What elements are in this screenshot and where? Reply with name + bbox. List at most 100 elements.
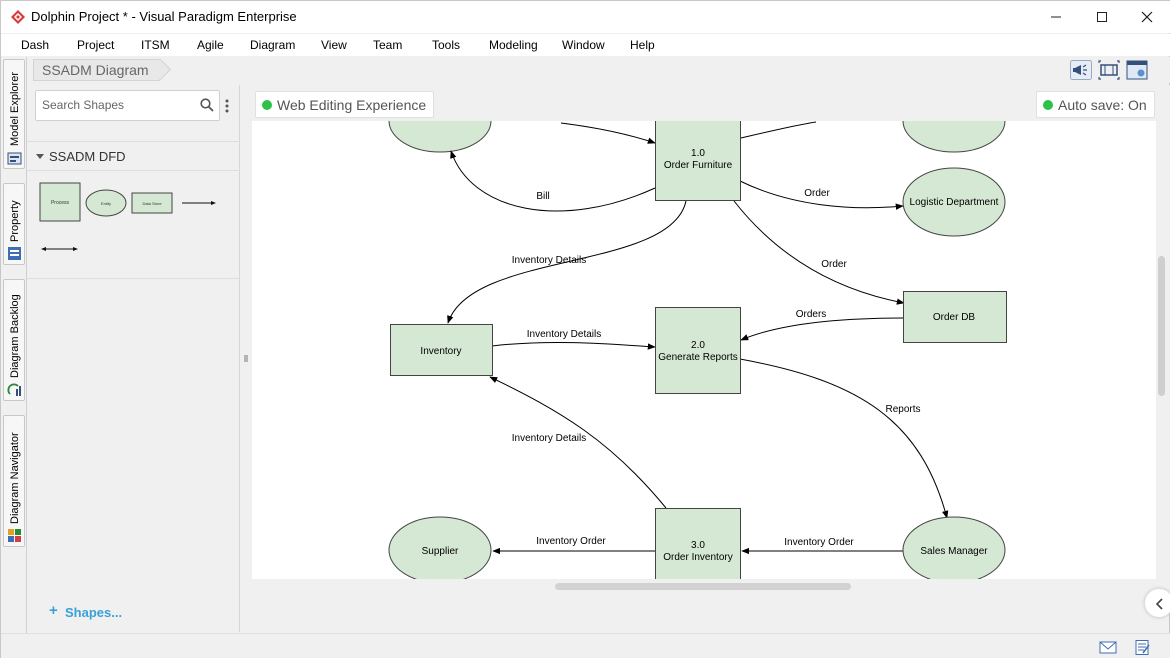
horizontal-scrollbar[interactable] — [555, 583, 851, 590]
diagram-area: Web Editing Experience Auto save: On — [252, 85, 1156, 595]
chevron-down-icon — [36, 154, 44, 159]
diagram-canvas[interactable]: Bill Order Order Inventory Details Inven… — [252, 121, 1156, 579]
store-inventory[interactable]: Inventory — [390, 324, 493, 376]
announcement-icon[interactable] — [1070, 60, 1092, 80]
flow-label-inventory-details-2: Inventory Details — [527, 329, 601, 340]
flow-order-logistic[interactable] — [739, 180, 904, 210]
diagram-navigator-icon — [8, 529, 21, 542]
auto-save-badge[interactable]: Auto save: On — [1036, 91, 1155, 118]
flow-label-orders: Orders — [796, 309, 827, 320]
menu-agile[interactable]: Agile — [197, 38, 224, 52]
process-name: Generate Reports — [658, 352, 738, 363]
flow-order-db[interactable] — [733, 200, 905, 305]
palette-entity[interactable]: Entity — [85, 189, 127, 217]
process-name: Order Furniture — [664, 160, 733, 171]
layout-panel-icon[interactable] — [1126, 60, 1148, 80]
add-shapes-plus-icon[interactable]: + — [49, 602, 58, 619]
flow-top-out[interactable] — [740, 121, 817, 139]
menu-diagram[interactable]: Diagram — [250, 38, 296, 52]
web-editing-badge[interactable]: Web Editing Experience — [255, 91, 435, 118]
panel-splitter[interactable] — [240, 85, 252, 632]
flow-label-inventory-details-3: Inventory Details — [512, 433, 586, 444]
chevron-left-icon — [1155, 598, 1163, 610]
breadcrumb[interactable]: SSADM Diagram — [33, 59, 160, 81]
palette-bidirectional-flow[interactable] — [41, 247, 78, 251]
notes-icon[interactable] — [1133, 640, 1151, 655]
menu-project[interactable]: Project — [77, 38, 115, 52]
web-editing-label: Web Editing Experience — [277, 96, 427, 113]
menu-tools[interactable]: Tools — [432, 38, 461, 52]
menu-view[interactable]: View — [321, 38, 347, 52]
palette-process-label: Process — [51, 200, 70, 206]
shape-group-title: SSADM DFD — [49, 149, 126, 164]
collapse-panel-button[interactable] — [1144, 588, 1170, 618]
minimize-icon — [1051, 16, 1061, 18]
menu-itsm[interactable]: ITSM — [141, 38, 170, 52]
search-shapes-input[interactable] — [42, 98, 192, 112]
shape-group-header[interactable]: SSADM DFD — [27, 141, 240, 171]
palette-data-flow[interactable] — [182, 201, 216, 205]
visual-paradigm-logo-icon — [11, 10, 25, 24]
process-order-furniture[interactable]: 1.0 Order Furniture — [655, 121, 741, 201]
tab-diagram-backlog[interactable]: Diagram Backlog — [3, 279, 25, 401]
status-dot-icon — [1043, 99, 1053, 110]
flow-label-bill: Bill — [536, 191, 549, 202]
process-generate-reports[interactable]: 2.0 Generate Reports — [655, 307, 741, 394]
flow-inventory-details-1[interactable] — [447, 200, 687, 324]
breadcrumb-bar: SSADM Diagram — [27, 57, 1170, 83]
flow-top-in[interactable] — [560, 122, 656, 144]
entity-label: Sales Manager — [920, 546, 988, 557]
tab-label: Property — [9, 200, 21, 242]
close-button[interactable] — [1124, 1, 1170, 33]
search-box — [35, 90, 220, 121]
vertical-scrollbar[interactable] — [1158, 256, 1165, 396]
left-side-tabs: Model Explorer Property Diagram Backlog … — [1, 57, 27, 633]
flow-inventory-details-2[interactable] — [491, 341, 656, 350]
menu-bar: Dash Project ITSM Agile Diagram View Tea… — [1, 34, 1170, 56]
entity-top-right[interactable] — [902, 121, 1006, 153]
tab-label: Diagram Navigator — [9, 432, 21, 524]
process-order-inventory[interactable]: 3.0 Order Inventory — [655, 508, 741, 580]
shape-palette: Process Entity Data Store — [27, 171, 240, 279]
tab-property[interactable]: Property — [3, 183, 25, 265]
flow-bill[interactable] — [450, 150, 656, 212]
store-order-db[interactable]: Order DB — [903, 291, 1007, 343]
entity-logistic-department[interactable]: Logistic Department — [902, 167, 1006, 237]
flow-orders[interactable] — [740, 317, 904, 341]
menu-dash[interactable]: Dash — [21, 38, 50, 52]
mail-icon[interactable] — [1099, 640, 1117, 655]
menu-modeling[interactable]: Modeling — [489, 38, 538, 52]
window-title: Dolphin Project * - Visual Paradigm Ente… — [31, 9, 297, 24]
property-icon — [8, 247, 21, 260]
maximize-button[interactable] — [1079, 1, 1125, 33]
flow-reports[interactable] — [739, 358, 949, 519]
more-options-icon[interactable] — [225, 98, 229, 114]
flow-inventory-details-3[interactable] — [489, 376, 667, 509]
close-icon — [1141, 11, 1153, 23]
tab-model-explorer[interactable]: Model Explorer — [3, 59, 25, 169]
flow-label-reports: Reports — [885, 404, 920, 415]
maximize-icon — [1097, 12, 1107, 22]
palette-data-store[interactable]: Data Store — [131, 192, 173, 214]
status-dot-icon — [262, 99, 272, 110]
entity-sales-manager[interactable]: Sales Manager — [902, 516, 1006, 579]
flow-label-order-logistic: Order — [804, 188, 830, 199]
fit-diagram-icon[interactable] — [1098, 60, 1120, 80]
add-shapes-link[interactable]: Shapes... — [65, 605, 123, 620]
menu-team[interactable]: Team — [373, 38, 403, 52]
minimize-button[interactable] — [1033, 1, 1079, 33]
tab-label: Model Explorer — [9, 72, 21, 146]
search-icon[interactable] — [200, 98, 214, 112]
entity-label: Supplier — [422, 546, 459, 557]
entity-supplier[interactable]: Supplier — [388, 516, 492, 579]
model-explorer-icon — [7, 152, 22, 165]
palette-process[interactable]: Process — [39, 182, 81, 222]
flow-label-inventory-order-supplier: Inventory Order — [536, 536, 606, 547]
menu-help[interactable]: Help — [630, 38, 655, 52]
entity-top-left[interactable] — [388, 121, 492, 153]
flow-label-order-db: Order — [821, 259, 847, 270]
process-name: Order Inventory — [663, 552, 732, 563]
tab-diagram-navigator[interactable]: Diagram Navigator — [3, 415, 25, 547]
menu-window[interactable]: Window — [562, 38, 605, 52]
status-bar — [1, 633, 1170, 658]
